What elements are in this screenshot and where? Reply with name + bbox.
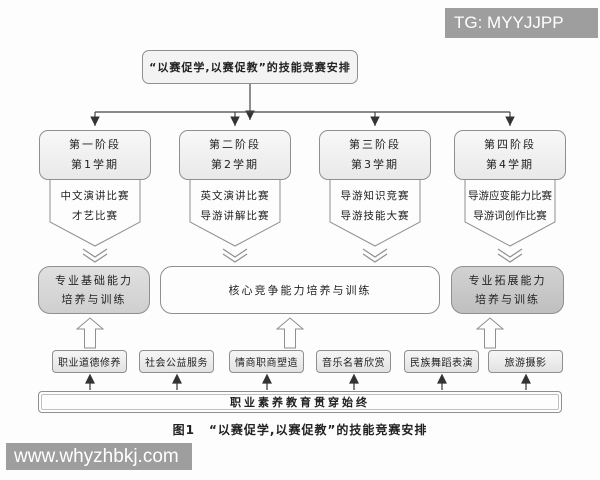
stage-box-3: 第三阶段 第3学期: [319, 130, 431, 180]
ability-center-label: 核心竞争能力培养与训练: [228, 283, 372, 297]
quality-box-1: 职业道德修养: [52, 350, 127, 373]
quality-box-label: 民族舞蹈表演: [410, 358, 473, 369]
quality-box-2: 社会公益服务: [139, 350, 214, 373]
block-up-arrow-icon: [475, 317, 505, 349]
pennant-shape-2: [189, 177, 281, 247]
block-up-arrow-icon: [75, 317, 105, 349]
competition-item: 中文演讲比赛: [60, 190, 130, 202]
ability-box-center: 核心竞争能力培养与训练: [160, 266, 440, 314]
chevron-down-icon: [362, 253, 388, 263]
stage-term: 第3学期: [351, 158, 399, 171]
quality-box-label: 社会公益服务: [145, 358, 208, 369]
stage-box-2: 第二阶段 第2学期: [179, 130, 291, 180]
chevron-down-icon: [497, 253, 523, 263]
pennant-shape-1: [49, 177, 141, 247]
banner-inner: 职业素养教育贯穿始终: [41, 394, 559, 410]
quality-box-label: 情商职商塑造: [235, 358, 298, 369]
tree-connectors: [90, 84, 515, 126]
pennant-shape-4: [464, 177, 556, 247]
banner: 职业素养教育贯穿始终: [38, 391, 562, 413]
watermark-bottom-left: www.whyzhbkj.com: [6, 443, 192, 470]
watermark-top-right: TG: MYYJJPP: [445, 8, 598, 38]
competition-item: 导游技能大赛: [340, 210, 410, 222]
quality-box-3: 情商职商塑造: [229, 350, 304, 373]
figure-caption-text: “以赛促学,以赛促教”的技能竞赛安排: [209, 422, 428, 437]
stage-name: 第一阶段: [69, 138, 121, 151]
pennant-4: 导游应变能力比赛 导游词创作比赛: [458, 186, 562, 226]
quality-box-5: 民族舞蹈表演: [404, 350, 479, 373]
competition-item: 导游讲解比赛: [200, 210, 270, 222]
chevron-down-icon: [497, 248, 523, 258]
figure-caption-label: 图1: [172, 422, 195, 437]
stage-term: 第4学期: [486, 158, 534, 171]
chevron-down-icons: [82, 248, 523, 263]
quality-box-label: 旅游摄影: [504, 358, 547, 369]
small-up-arrow-icon: [262, 373, 272, 390]
quality-box-label: 职业道德修养: [58, 358, 121, 369]
block-up-arrow-icon: [275, 317, 305, 349]
ability-right-line1: 专业拓展能力: [468, 274, 547, 287]
ability-left-line1: 专业基础能力: [55, 274, 133, 287]
competition-item: 才艺比赛: [72, 210, 118, 222]
stage-name: 第四阶段: [484, 138, 536, 151]
small-up-arrow-icon: [172, 373, 182, 390]
stage-term: 第2学期: [211, 158, 259, 171]
competition-item: 导游应变能力比赛: [468, 190, 552, 202]
small-up-arrow-icon: [85, 373, 95, 390]
competition-item: 导游知识竞赛: [340, 190, 410, 202]
title-box: “以赛促学,以赛促教”的技能竞赛安排: [142, 50, 358, 84]
ability-left-line2: 培养与训练: [61, 293, 127, 306]
ability-box-right: 专业拓展能力 培养与训练: [451, 266, 564, 314]
competition-item: 导游词创作比赛: [473, 210, 547, 222]
watermark-top-right-label: TG: MYYJJPP: [454, 13, 564, 32]
stage-term: 第1学期: [71, 158, 119, 171]
banner-label: 职业素养教育贯穿始终: [230, 396, 370, 409]
quality-box-6: 旅游摄影: [488, 350, 563, 373]
pennant-3: 导游知识竞赛 导游技能大赛: [323, 186, 427, 226]
chevron-down-icon: [362, 248, 388, 258]
ability-right-line2: 培养与训练: [475, 293, 540, 306]
competition-item: 英文演讲比赛: [200, 190, 270, 202]
stage-box-1: 第一阶段 第1学期: [39, 130, 151, 180]
small-up-arrow-icon: [349, 373, 359, 390]
block-up-arrow-icons: [75, 317, 505, 349]
chevron-down-icon: [82, 253, 108, 263]
ability-box-left: 专业基础能力 培养与训练: [38, 266, 150, 314]
chevron-down-icon: [82, 248, 108, 258]
small-up-arrow-icon: [521, 373, 531, 390]
figure-caption: 图1 “以赛促学,以赛促教”的技能竞赛安排: [0, 420, 600, 438]
pennant-shape-3: [329, 177, 421, 247]
pennant-1: 中文演讲比赛 才艺比赛: [43, 186, 147, 226]
stage-name: 第二阶段: [209, 138, 261, 151]
small-up-arrow-icon: [437, 373, 447, 390]
pennant-shapes: [49, 177, 556, 247]
chevron-down-icon: [222, 248, 248, 258]
stage-name: 第三阶段: [349, 138, 401, 151]
title-box-label: “以赛促学,以赛促教”的技能竞赛安排: [149, 61, 351, 74]
stage-box-4: 第四阶段 第4学期: [454, 130, 566, 180]
quality-box-label: 音乐名著欣赏: [322, 358, 385, 369]
pennant-2: 英文演讲比赛 导游讲解比赛: [183, 186, 287, 226]
quality-box-4: 音乐名著欣赏: [316, 350, 391, 373]
chevron-down-icon: [222, 253, 248, 263]
watermark-bottom-left-label: www.whyzhbkj.com: [14, 445, 179, 467]
small-up-arrow-icons: [85, 373, 531, 390]
